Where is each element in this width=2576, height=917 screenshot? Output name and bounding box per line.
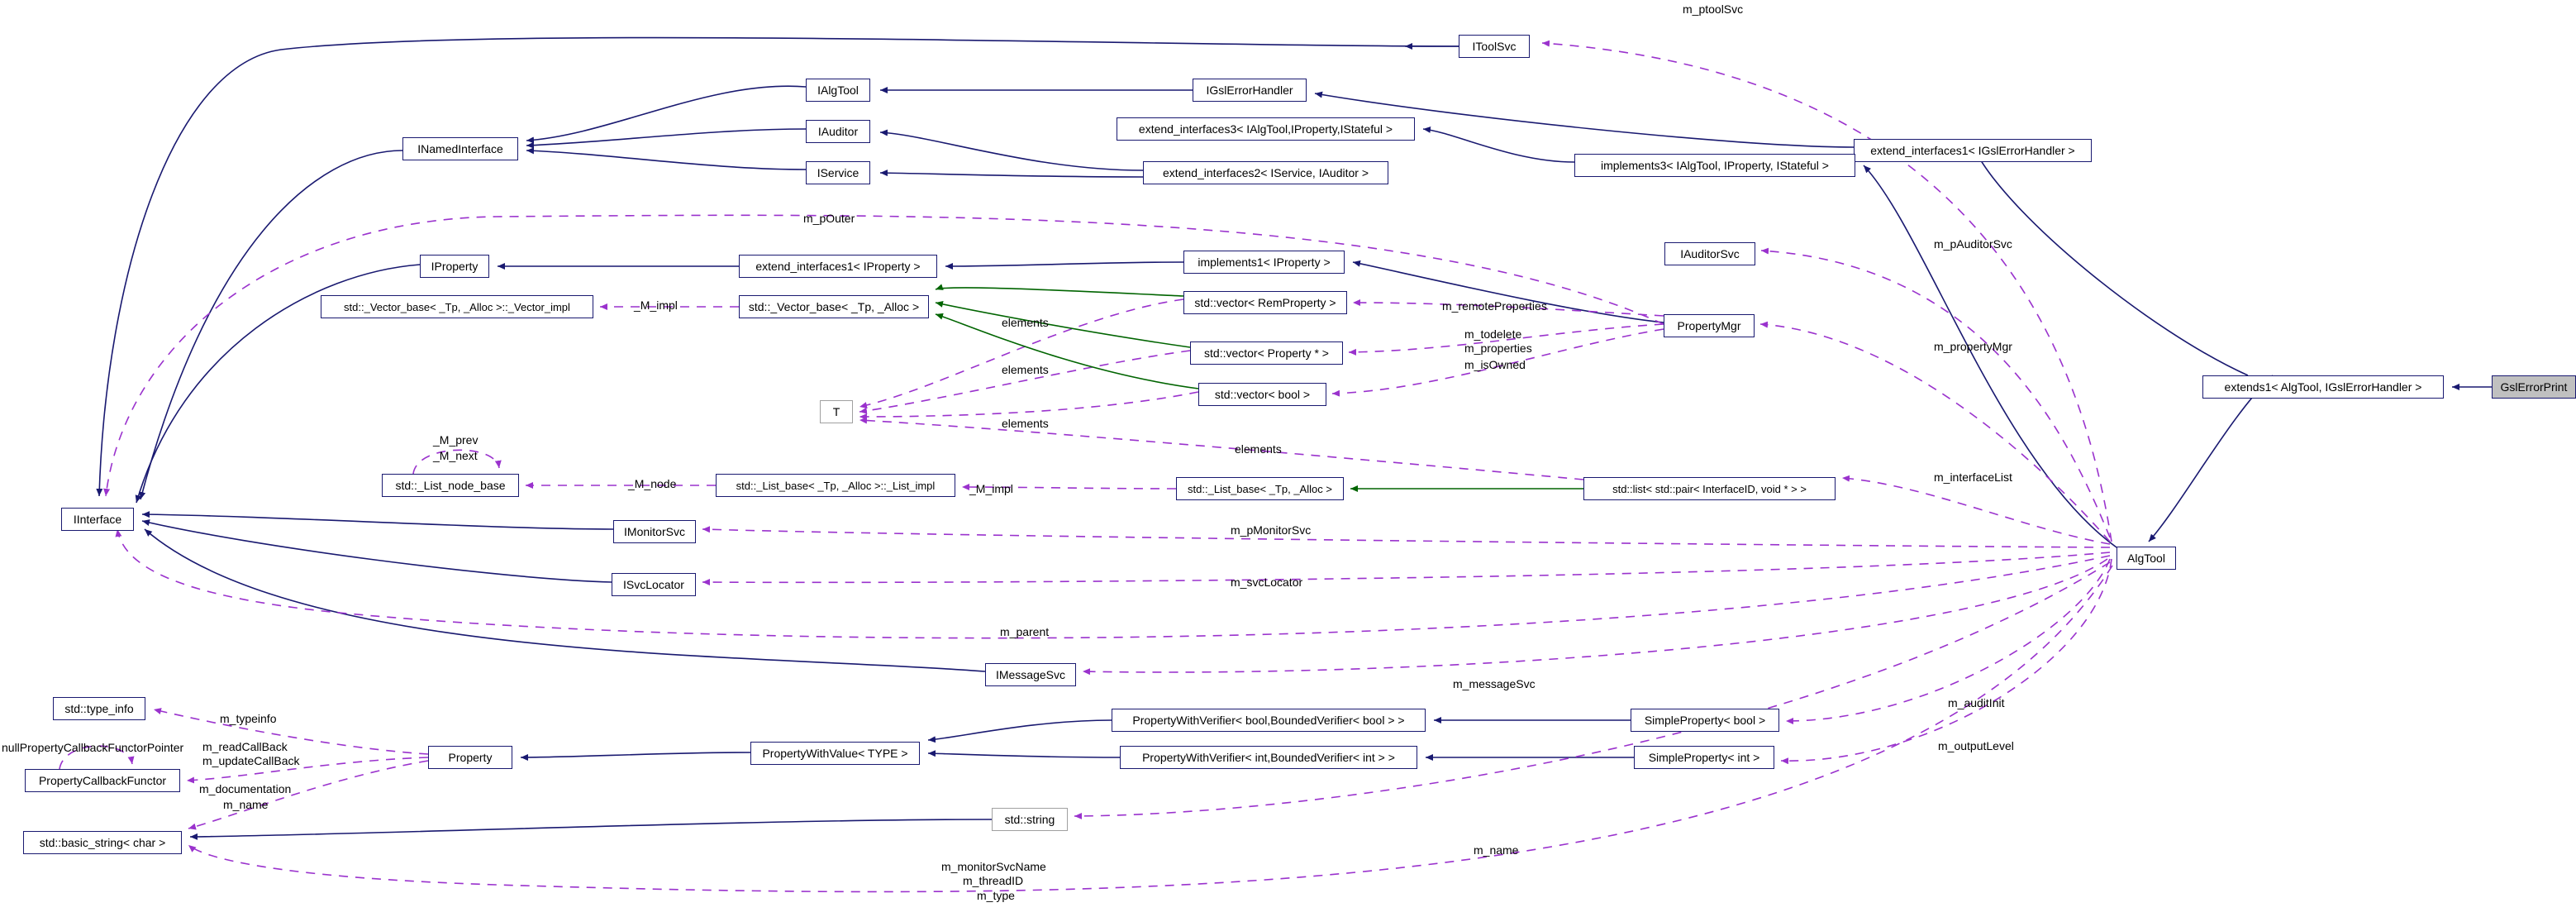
edge-label-_m_next: _M_next	[433, 449, 478, 462]
edge-label-elements1: elements	[1002, 316, 1049, 329]
class-node-simpbool[interactable]: SimpleProperty< bool >	[1631, 709, 1779, 732]
edge-label-_m_prev: _M_prev	[433, 433, 479, 447]
class-node-listimpl[interactable]: std::_List_base< _Tp, _Alloc >::_List_im…	[716, 474, 955, 497]
class-node-imonitorsvc[interactable]: IMonitorSvc	[613, 520, 696, 543]
edge-label-m_parent: m_parent	[1000, 625, 1050, 638]
edge-label-elements4: elements	[1235, 442, 1282, 456]
edge-label-m_type: m_type	[977, 889, 1015, 902]
edge-label-m_threadid: m_threadID	[963, 874, 1024, 887]
edge-label-m_updatecallback: m_updateCallBack	[202, 754, 300, 767]
edge-label-_m_impl_vec: _M_impl	[634, 299, 678, 312]
edge-label-m_monitorsvcname: m_monitorSvcName	[941, 860, 1046, 873]
edge-label-elements2: elements	[1002, 363, 1049, 376]
class-node-iproperty[interactable]: IProperty	[420, 255, 489, 278]
class-node-ei2[interactable]: extend_interfaces2< IService, IAuditor >	[1143, 161, 1388, 184]
class-node-stdstring[interactable]: std::string	[992, 808, 1068, 831]
usage-edges	[59, 40, 2113, 893]
class-node-ialgtool[interactable]: IAlgTool	[806, 79, 870, 102]
class-node-igslerrorhandler[interactable]: IGslErrorHandler	[1193, 79, 1307, 102]
class-node-listbase[interactable]: std::_List_base< _Tp, _Alloc >	[1176, 477, 1344, 500]
class-node-isvclocator[interactable]: ISvcLocator	[612, 573, 696, 596]
class-node-impl3[interactable]: implements3< IAlgTool, IProperty, IState…	[1574, 154, 1855, 177]
edge-label-m_auditinit: m_auditInit	[1948, 696, 2005, 709]
edge-label-m_documentation: m_documentation	[199, 782, 292, 795]
edge-label-m_pouter: m_pOuter	[803, 212, 855, 225]
class-node-iservice[interactable]: IService	[806, 161, 870, 184]
class-node-iauditorsvc[interactable]: IAuditorSvc	[1664, 242, 1755, 265]
edge-label-m_typeinfo: m_typeinfo	[220, 712, 277, 725]
edge-label-m_readcallback: m_readCallBack	[202, 740, 288, 753]
class-node-pwv[interactable]: PropertyWithValue< TYPE >	[750, 742, 920, 765]
edge-label-m_pmonitorsvc: m_pMonitorSvc	[1231, 523, 1312, 537]
inheritance-edges	[96, 36, 2492, 840]
class-node-property[interactable]: Property	[428, 746, 512, 769]
class-node-ei1gsl[interactable]: extend_interfaces1< IGslErrorHandler >	[1854, 139, 2092, 162]
edge-label-_m_impl_list: _M_impl	[969, 482, 1013, 495]
class-node-imessagesvc[interactable]: IMessageSvc	[985, 663, 1076, 686]
class-node-pwvbool[interactable]: PropertyWithVerifier< bool,BoundedVerifi…	[1112, 709, 1426, 732]
edge-label-_m_node: _M_node	[628, 477, 677, 490]
class-node-stdlist[interactable]: std::list< std::pair< InterfaceID, void …	[1583, 477, 1836, 500]
class-node-vecbase[interactable]: std::_Vector_base< _Tp, _Alloc >	[739, 295, 929, 318]
edge-label-m_remoteproperties: m_remoteProperties	[1442, 299, 1547, 313]
class-node-vecimpl[interactable]: std::_Vector_base< _Tp, _Alloc >::_Vecto…	[321, 295, 593, 318]
class-node-propertymgr[interactable]: PropertyMgr	[1664, 314, 1755, 337]
edge-label-m_name_prop: m_name	[223, 798, 269, 811]
edge-label-m_outputlevel: m_outputLevel	[1938, 739, 2014, 752]
edge-label-m_svclocator: m_svcLocator	[1231, 576, 1303, 589]
class-node-iinterface[interactable]: IInterface	[61, 508, 134, 531]
edge-label-nullpcfp: nullPropertyCallbackFunctorPointer	[2, 741, 184, 754]
edge-label-m_properties: m_properties	[1464, 341, 1532, 355]
edge-label-m_pauditorsvc: m_pAuditorSvc	[1934, 237, 2012, 251]
edge-label-m_interfacelist: m_interfaceList	[1934, 470, 2012, 484]
edge-label-m_name_tool: m_name	[1474, 843, 1519, 857]
class-node-iauditor[interactable]: IAuditor	[806, 120, 870, 143]
edge-label-m_todelete: m_todelete	[1464, 327, 1522, 341]
class-node-pwvint[interactable]: PropertyWithVerifier< int,BoundedVerifie…	[1120, 746, 1417, 769]
class-node-basicstring[interactable]: std::basic_string< char >	[23, 831, 182, 854]
class-node-extends1[interactable]: extends1< AlgTool, IGslErrorHandler >	[2202, 375, 2444, 399]
class-node-vecbool[interactable]: std::vector< bool >	[1198, 383, 1326, 406]
class-node-typeinfo[interactable]: std::type_info	[53, 697, 145, 720]
class-node-itoolsvc[interactable]: IToolSvc	[1459, 35, 1530, 58]
class-node-simpint[interactable]: SimpleProperty< int >	[1634, 746, 1774, 769]
class-node-ei1prop[interactable]: extend_interfaces1< IProperty >	[739, 255, 937, 278]
edge-label-elements3: elements	[1002, 417, 1049, 430]
class-node-pcf[interactable]: PropertyCallbackFunctor	[25, 769, 180, 792]
class-node-algtool[interactable]: AlgTool	[2117, 547, 2176, 570]
edge-label-m_isowned: m_isOwned	[1464, 358, 1526, 371]
template-edges	[935, 284, 1583, 492]
class-node-impl1prop[interactable]: implements1< IProperty >	[1183, 251, 1345, 274]
class-node-t[interactable]: T	[820, 400, 853, 423]
class-node-ei3[interactable]: extend_interfaces3< IAlgTool,IProperty,I…	[1117, 117, 1415, 141]
class-node-vecprop[interactable]: std::vector< Property * >	[1190, 341, 1343, 365]
class-node-listnodebase[interactable]: std::_List_node_base	[382, 474, 519, 497]
class-node-vecrem[interactable]: std::vector< RemProperty >	[1183, 291, 1347, 314]
edge-label-m_ptoolsvc: m_ptoolSvc	[1683, 2, 1744, 16]
edge-label-m_messagesvc: m_messageSvc	[1453, 677, 1536, 690]
class-node-gslerrorprint[interactable]: GslErrorPrint	[2492, 375, 2576, 399]
class-node-inamedinterface[interactable]: INamedInterface	[402, 137, 518, 160]
edge-label-m_propertymgr: m_propertyMgr	[1934, 340, 2012, 353]
